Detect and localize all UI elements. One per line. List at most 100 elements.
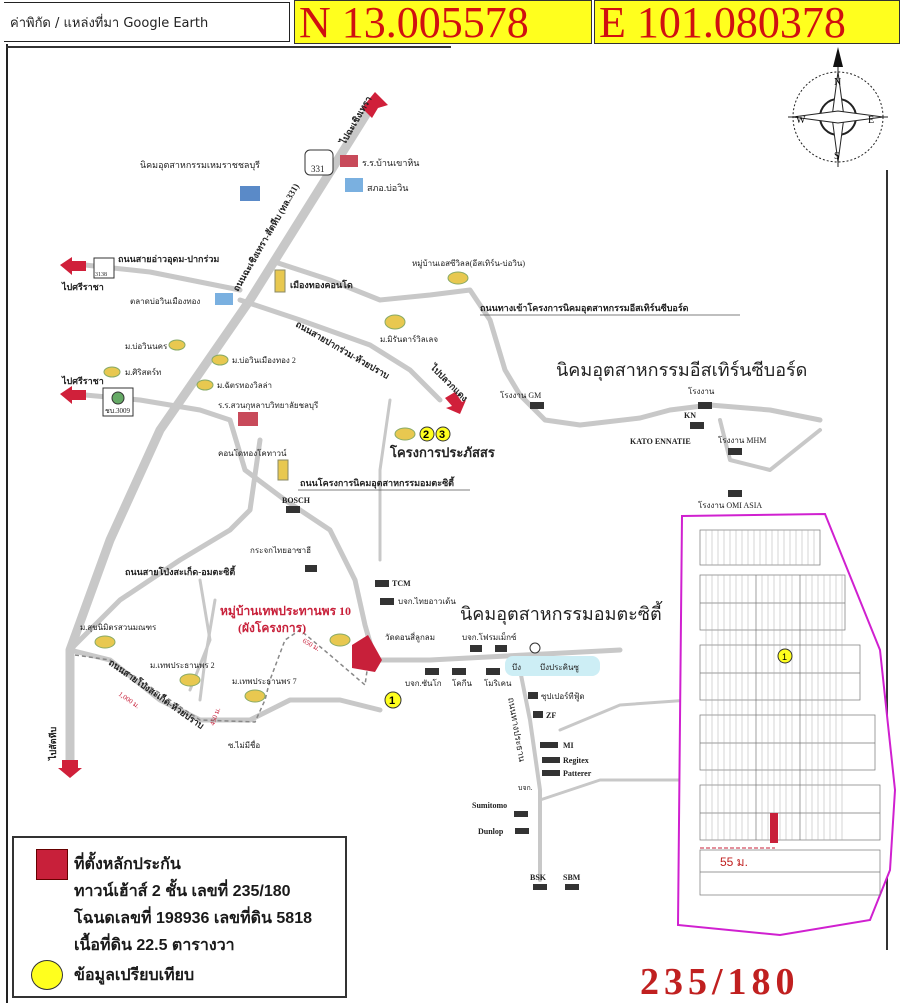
site-plan-marker-1: 1 xyxy=(782,652,787,662)
marker-1: 1 xyxy=(389,695,395,707)
marker-2: 2 xyxy=(423,429,429,441)
road-amata-south xyxy=(518,668,542,882)
label-school-top: ร.ร.บ้านเขาหิน xyxy=(362,158,419,168)
label-road-amata: ถนนโครงการนิคมอุตสาหกรรมอมตะซิตี้ xyxy=(300,476,455,489)
label-village-theppratan7: ม.เทพประธานพร 7 xyxy=(232,677,297,686)
label-to-sriracha-2: ไปศรีราชา xyxy=(61,375,104,386)
longitude-box: E 101.080378 xyxy=(594,0,900,44)
legend-collateral-type: ทาวน์เฮ้าส์ 2 ชั้น เลขที่ 235/180 xyxy=(74,883,291,900)
legend-land-area: เนื้อที่ดิน 22.5 ตารางวา xyxy=(74,937,235,954)
label-sumitomo: Sumitomo xyxy=(472,801,507,810)
label-sbm: SBM xyxy=(563,873,581,882)
label-patterer: Patterer xyxy=(563,769,592,778)
label-to-sriracha-1: ไปศรีราชา xyxy=(61,281,104,292)
building-icons xyxy=(94,155,469,703)
frame-right xyxy=(886,170,888,950)
road-3009 xyxy=(82,392,623,663)
direction-arrows xyxy=(58,92,466,778)
compass-rose: N S E W xyxy=(788,47,888,167)
route-3138-label: 3138 xyxy=(95,272,107,278)
label-village-sukmitr: ม.สุขนิมิตรสวนมณฑร xyxy=(80,623,157,632)
arrow-west-2 xyxy=(60,386,86,404)
marker-3: 3 xyxy=(439,429,445,441)
road-south xyxy=(67,647,383,723)
site-plan: 55 ม. 1 xyxy=(676,512,897,937)
arrow-southeast xyxy=(445,392,466,414)
label-factory-mhm: โรงงาน MHM xyxy=(718,435,766,445)
label-thai-summit: บจก.ไทยอาวเด้น xyxy=(398,597,456,606)
label-road-aoudom: ถนนสายอ่าวอุดม-ปากร่วม xyxy=(118,254,219,265)
road-pongsathit xyxy=(67,437,263,653)
label-distance-450: 450 ม. xyxy=(208,706,222,726)
label-regitex: Regitex xyxy=(563,756,589,765)
label-pond-prakhon: บึงประคินซู xyxy=(540,663,579,673)
arrow-south xyxy=(58,760,82,778)
coordinate-source-label: ค่าพิกัด / แหล่งที่มา Google Earth xyxy=(4,2,290,42)
label-amata-estate: นิคมอุตสาหกรรมอมตะซิตี้ xyxy=(460,601,663,625)
frame-top xyxy=(6,46,451,48)
route-3009-label: ชบ.3009 xyxy=(105,407,130,415)
road-side-3 xyxy=(188,578,212,692)
label-factory-omi: โรงงาน OMI ASIA xyxy=(698,500,762,510)
highway-331 xyxy=(65,100,377,765)
bmw-logo-icon xyxy=(529,642,541,654)
compass-s: S xyxy=(834,151,840,162)
label-road-amata-main: ถนนทางประธาน xyxy=(506,697,527,763)
compass-w: W xyxy=(796,115,806,126)
label-bsk: BSK xyxy=(530,873,547,882)
label-kato: KATO ENNATIE xyxy=(630,437,691,446)
label-village-chatrawarinda: ม.ฉัตรทองวิลล่า xyxy=(217,381,272,390)
compass-e: E xyxy=(868,115,874,126)
factory-icons xyxy=(286,402,742,890)
label-village-bowin-muangthong2: ม.บ่อวินเมืองทอง 2 xyxy=(232,356,296,365)
legend-collateral-title: ที่ตั้งหลักประกัน xyxy=(74,856,181,873)
road-prapatsorn xyxy=(378,398,392,562)
route-shields xyxy=(93,149,334,417)
road-pakruam xyxy=(237,297,443,403)
label-village-mirinda: ม.มิรันดาร์วิลเลจ xyxy=(380,334,438,344)
label-tcm: TCM xyxy=(392,579,411,588)
road-side-2 xyxy=(538,778,692,802)
label-glass-factory: กระจกไทยอาซาฮี xyxy=(250,546,311,555)
label-project-prapatsorn: โครงการประภัสสร xyxy=(389,444,495,460)
label-target-village-plan: (ผังโครงการ) xyxy=(238,620,306,635)
label-bkk-tmp: บจก. xyxy=(518,784,533,792)
label-dunlop: Dunlop xyxy=(478,827,504,836)
label-factory-kn-title: โรงงาน xyxy=(688,386,715,396)
label-wat: วัดดอนสี่ลูกลม xyxy=(385,631,435,643)
label-police-bowin: สภอ.บ่อวิน xyxy=(367,183,408,193)
comparable-legend-swatch xyxy=(31,960,63,990)
site-plan-boundary xyxy=(676,512,897,937)
roads xyxy=(65,100,823,882)
label-road-pongsathit: ถนนสายโป่งสะเก็ด-อมตะซิตี้ xyxy=(125,565,236,577)
comparable-markers: 2 3 1 xyxy=(384,426,451,709)
label-bosch: BOSCH xyxy=(282,496,311,505)
legend-deed-number: โฉนดเลขที่ 198936 เลขที่ดิน 5818 xyxy=(74,910,312,927)
compass-n: N xyxy=(834,77,841,88)
label-fac-moriken: โมริเคน xyxy=(484,678,512,688)
arrow-north xyxy=(362,92,388,118)
label-condo-town: คอนโดทองโคทาวน์ xyxy=(218,448,287,458)
label-target-village: หมู่บ้านเทพประทานพร 10 xyxy=(220,604,351,619)
frame-left xyxy=(6,44,8,1003)
legend: ที่ตั้งหลักประกัน ทาวน์เฮ้าส์ 2 ชั้น เลข… xyxy=(12,836,347,998)
route-331-label: 331 xyxy=(311,164,325,174)
arrow-west-1 xyxy=(60,257,86,275)
latitude-box: N 13.005578 xyxy=(294,0,592,44)
label-distance-1000: 1,000 ม. xyxy=(117,690,141,710)
road-east xyxy=(272,259,823,428)
label-zf: ZF xyxy=(546,711,556,720)
road-side-1 xyxy=(558,698,692,732)
label-pond: บึง xyxy=(512,663,521,672)
house-number: 235/180 xyxy=(640,961,800,1003)
road-side-4 xyxy=(198,598,217,702)
label-fac-super: ซุปเปอร์ทีฟู้ด xyxy=(541,691,585,702)
label-village-s-villa: หมู่บ้านเอสซีวิลล(อีสเทิร์น-บ่อวิน) xyxy=(412,258,525,269)
road-eastern-branch xyxy=(718,418,822,472)
label-distance-650: 650 ม. xyxy=(301,637,321,653)
collateral-legend-swatch xyxy=(36,849,68,880)
label-fac-kokin: โคกีน xyxy=(452,678,472,688)
label-muang-thong-condo: เมืองทองคอนโด xyxy=(290,279,353,290)
label-industrial-estate-top: นิคมอุตสาหกรรมเหมราชชลบุรี xyxy=(140,160,260,171)
label-bkk-fusion: บจก.โฟรมเม็กซ์ xyxy=(462,632,517,642)
